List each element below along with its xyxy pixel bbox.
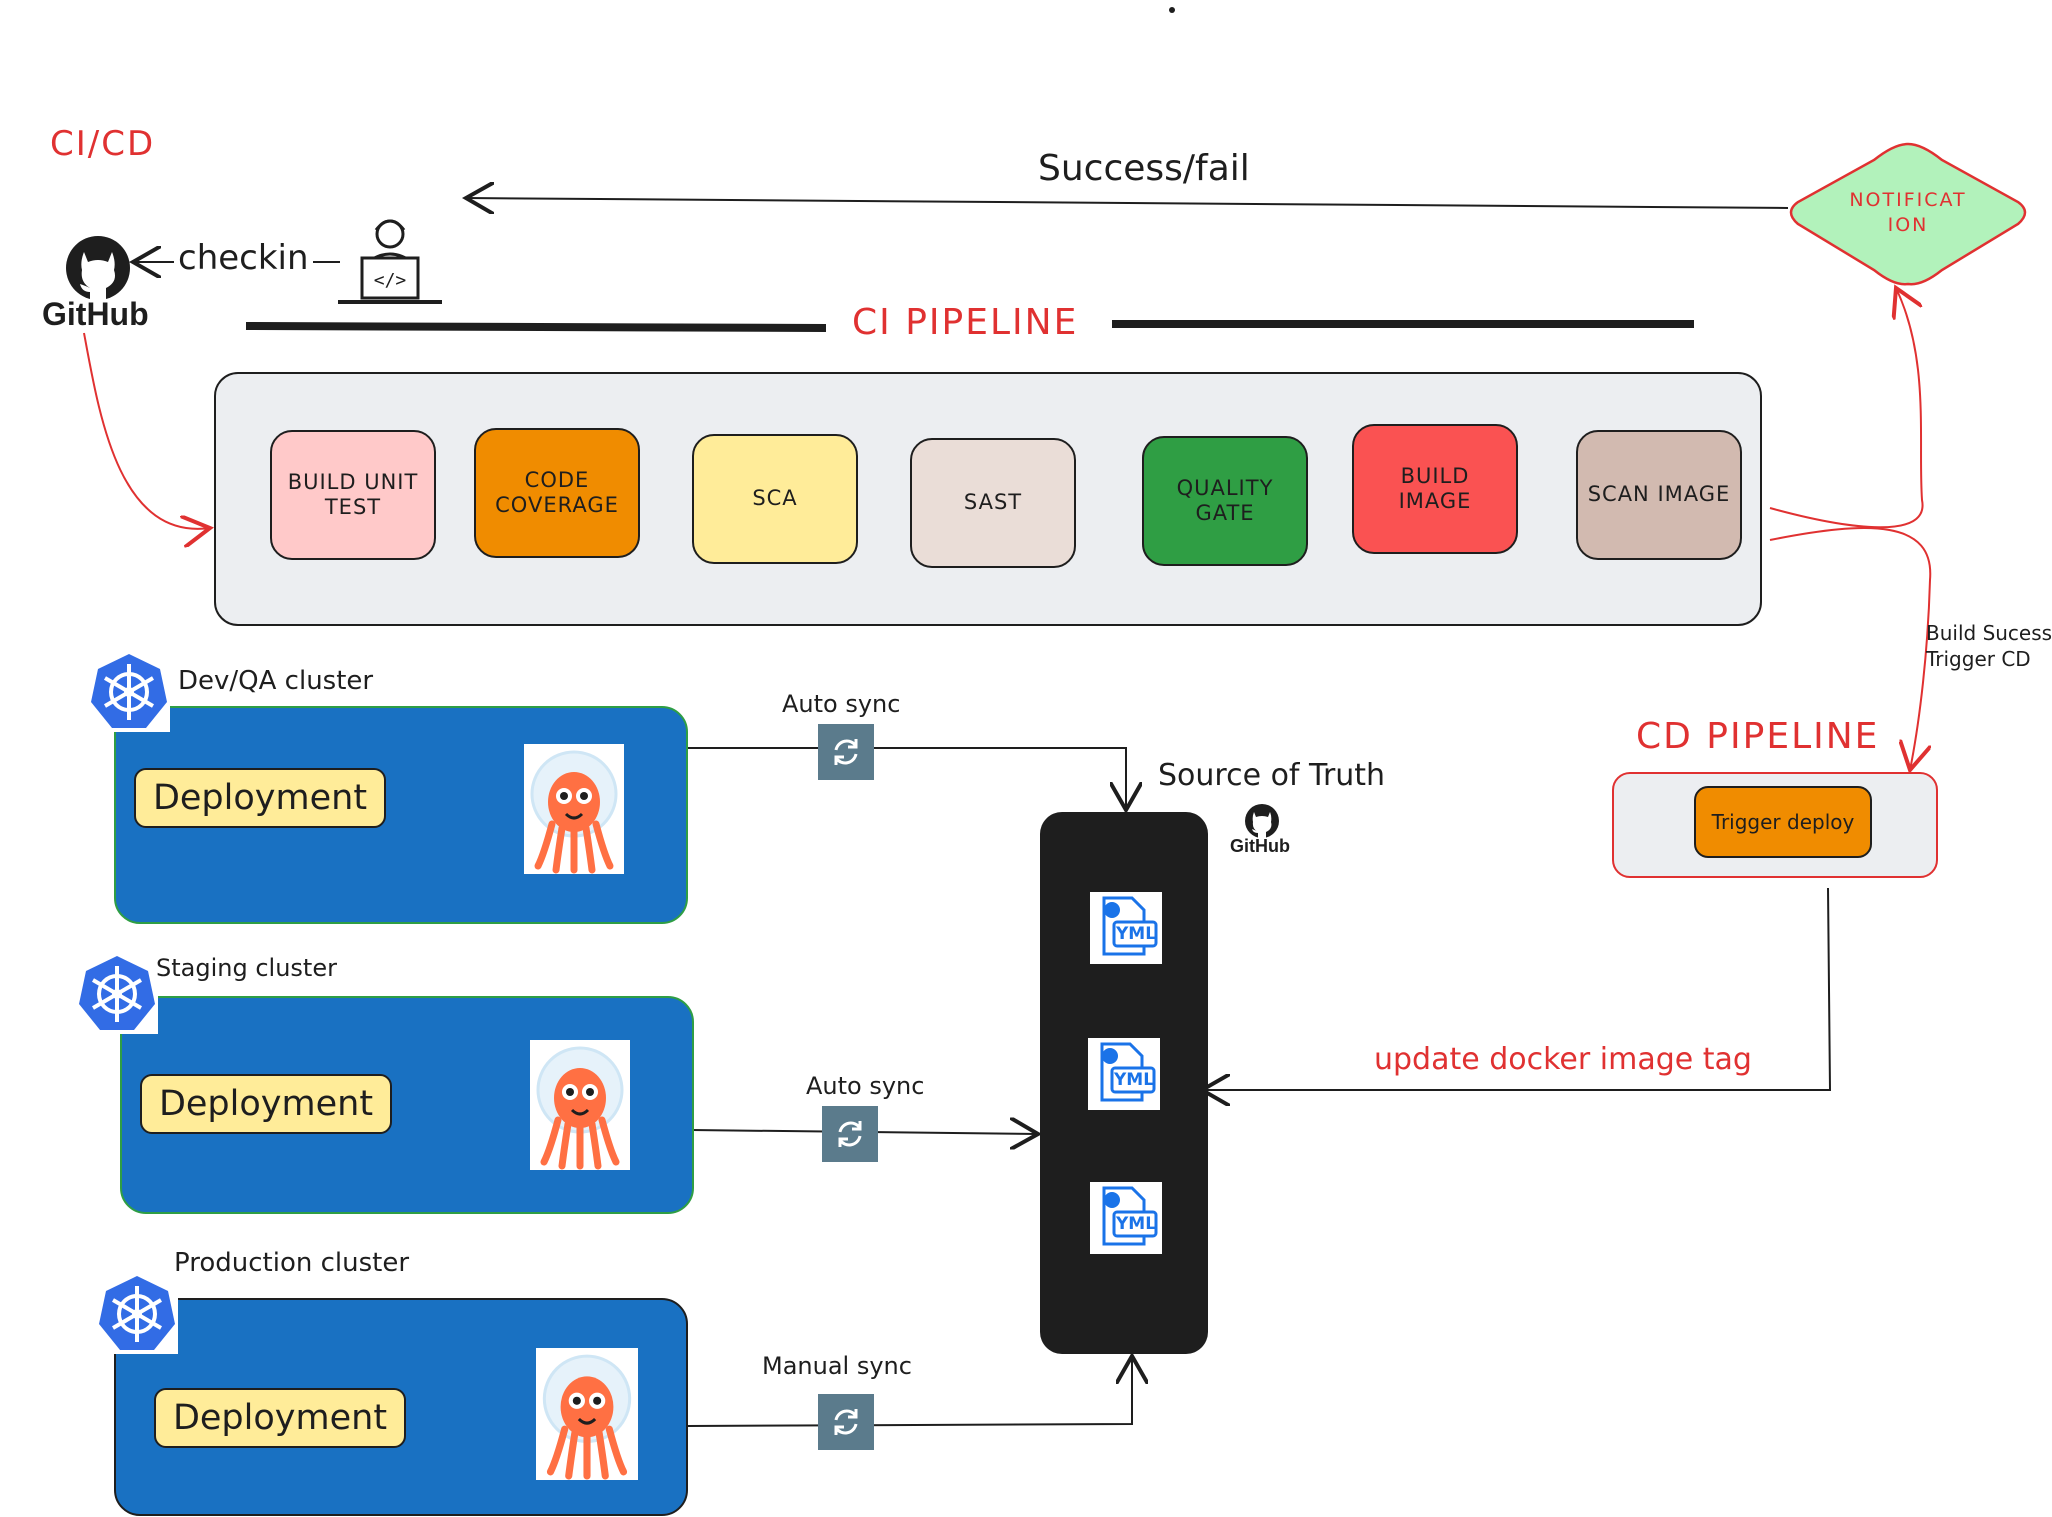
update-image-tag-label: update docker image tag bbox=[1374, 1042, 1752, 1077]
stage-sca: SCA bbox=[692, 434, 858, 564]
staging-cluster-label: Staging cluster bbox=[156, 954, 337, 982]
developer-icon: </> bbox=[334, 212, 446, 308]
trigger-deploy-box: Trigger deploy bbox=[1694, 786, 1872, 858]
source-github-logo: GitHub bbox=[1230, 802, 1294, 862]
notification-label: NOTIFICAT ION bbox=[1849, 189, 1967, 236]
stage-code-coverage: CODE COVERAGE bbox=[474, 428, 640, 558]
yml-file-3: YML bbox=[1090, 1182, 1162, 1254]
production-deployment-box: Deployment bbox=[154, 1388, 406, 1448]
svg-text:</>: </> bbox=[374, 270, 407, 291]
dev-sync-arrow bbox=[688, 747, 1126, 810]
github-logo: GitHub bbox=[40, 232, 160, 332]
notification-diamond: NOTIFICAT ION bbox=[1782, 140, 2034, 288]
page-title: CI/CD bbox=[50, 124, 156, 164]
github-label: GitHub bbox=[42, 296, 149, 332]
stage-build-unit-test: BUILD UNIT TEST bbox=[270, 430, 436, 560]
dev-sync-icon bbox=[818, 724, 874, 780]
dev-sync-label: Auto sync bbox=[782, 690, 901, 718]
dev-deployment-box: Deployment bbox=[134, 768, 386, 828]
yml-file-1: YML bbox=[1090, 892, 1162, 964]
stage-quality-gate: QUALITY GATE bbox=[1142, 436, 1308, 566]
github-to-ci-arrow bbox=[83, 332, 210, 529]
cd-pipeline-title: CD PIPELINE bbox=[1636, 716, 1880, 757]
dev-qa-cluster-label: Dev/QA cluster bbox=[178, 666, 374, 696]
cd-to-source-arrow bbox=[1202, 887, 1832, 1090]
source-of-truth-label: Source of Truth bbox=[1158, 758, 1386, 793]
argo-cd-icon bbox=[530, 1040, 630, 1170]
ci-bar-left bbox=[245, 322, 827, 332]
yml-file-2: YML bbox=[1088, 1038, 1160, 1110]
checkin-label: checkin bbox=[174, 238, 313, 278]
production-sync-label: Manual sync bbox=[762, 1352, 912, 1380]
ci-to-notification-arrow bbox=[1769, 288, 1924, 529]
production-sync-icon bbox=[818, 1394, 874, 1450]
kubernetes-icon bbox=[76, 952, 158, 1034]
kubernetes-icon bbox=[96, 1272, 178, 1354]
ci-to-cd-arrow bbox=[1769, 527, 1930, 770]
github-icon bbox=[66, 236, 130, 300]
source-github-label: GitHub bbox=[1230, 836, 1290, 856]
ci-pipeline-title: CI PIPELINE bbox=[852, 302, 1079, 343]
success-fail-arrow bbox=[466, 198, 1789, 208]
build-success-label: Build Sucess Trigger CD bbox=[1926, 621, 2052, 671]
argo-cd-icon bbox=[536, 1348, 638, 1480]
staging-sync-label: Auto sync bbox=[806, 1072, 925, 1100]
github-icon bbox=[1245, 804, 1279, 838]
kubernetes-icon bbox=[88, 650, 170, 732]
stage-build-image: BUILD IMAGE bbox=[1352, 424, 1518, 554]
stage-scan-image: SCAN IMAGE bbox=[1576, 430, 1742, 560]
production-cluster-label: Production cluster bbox=[174, 1248, 410, 1278]
success-fail-label: Success/fail bbox=[1038, 148, 1250, 189]
argo-cd-icon bbox=[524, 744, 624, 874]
stage-sast: SAST bbox=[910, 438, 1076, 568]
staging-sync-icon bbox=[822, 1106, 878, 1162]
staging-deployment-box: Deployment bbox=[140, 1074, 392, 1134]
